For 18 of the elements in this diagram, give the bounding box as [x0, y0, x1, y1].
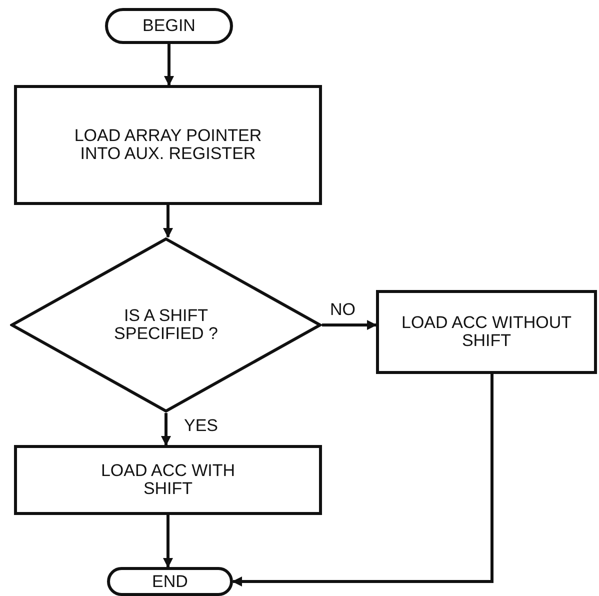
node-text: BEGIN [142, 17, 196, 35]
node-text: LOAD ARRAY POINTER INTO AUX. REGISTER [73, 127, 263, 163]
terminal-shape [107, 567, 233, 596]
process-box [14, 445, 322, 515]
decision-diamond [10, 237, 322, 413]
node-text: LOAD ACC WITHOUT SHIFT [400, 314, 572, 350]
node-text: IS A SHIFT SPECIFIED ? [113, 307, 219, 343]
process-box [14, 85, 322, 205]
arrow [163, 205, 173, 238]
arrow [232, 374, 494, 586]
arrow [161, 413, 171, 446]
node-text: END [151, 572, 189, 590]
node-text: LOAD ACC WITH SHIFT [100, 462, 236, 498]
process-box [376, 290, 597, 374]
arrow [164, 44, 174, 86]
arrow [322, 320, 377, 330]
arrow [163, 515, 173, 568]
terminal-shape [105, 8, 233, 44]
